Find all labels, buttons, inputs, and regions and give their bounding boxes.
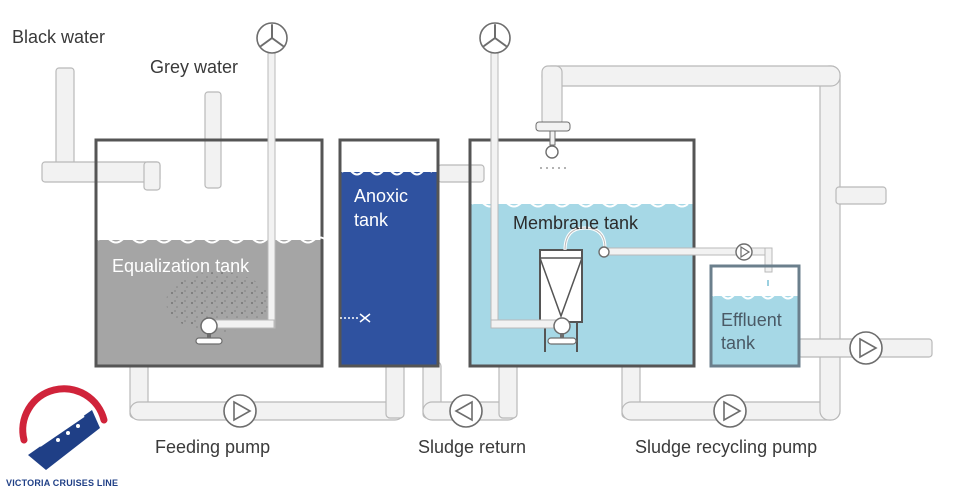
effluent-tank-label-line2: tank — [721, 333, 756, 353]
sprinkler-icon — [535, 121, 571, 169]
black-water-label: Black water — [12, 27, 106, 47]
mixer-icon — [340, 313, 371, 323]
effluent-tank-label-line1: Effluent — [721, 310, 782, 330]
equalization-tank-label: Equalization tank — [112, 256, 250, 276]
blower-icon — [479, 22, 511, 54]
blower-icon — [256, 22, 288, 54]
membrane-tank-label: Membrane tank — [513, 213, 639, 233]
grey-water-label: Grey water — [150, 57, 239, 77]
logo-text: VICTORIA CRUISES LINE — [6, 478, 119, 488]
effluent-tank — [709, 264, 801, 368]
pump-icon — [849, 331, 883, 365]
pump-icon — [223, 394, 257, 428]
diffuser-icon — [195, 317, 223, 345]
permeate-pump-icon — [735, 243, 753, 261]
permeate-line — [598, 243, 773, 273]
ship-logo-icon — [19, 385, 108, 470]
diffuser-icon — [547, 317, 577, 345]
sludge-return-label: Sludge return — [418, 437, 527, 457]
pump-icon — [713, 394, 747, 428]
anoxic-tank-label-line1: Anoxic — [354, 186, 409, 206]
anoxic-tank-label-line2: tank — [354, 210, 389, 230]
sludge-recycling-pump-label: Sludge recycling pump — [635, 437, 818, 457]
feeding-pump-label: Feeding pump — [155, 437, 271, 457]
equalization-tank — [94, 49, 327, 368]
pump-icon — [449, 394, 483, 428]
membrane-tank — [468, 49, 696, 368]
aeration-bubbles — [166, 272, 270, 332]
anoxic-tank — [338, 138, 440, 368]
